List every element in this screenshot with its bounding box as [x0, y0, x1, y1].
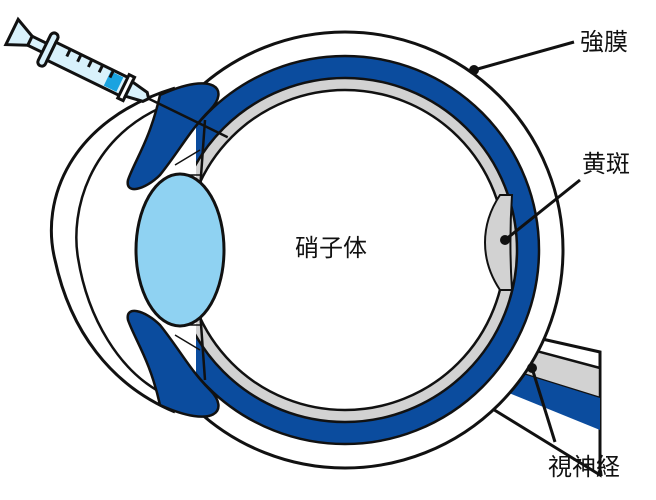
needle: [146, 96, 229, 139]
lens: [134, 172, 226, 328]
label-vitreous: 硝子体: [295, 234, 367, 262]
macula: [484, 194, 514, 291]
syringe-icon: [3, 16, 229, 139]
label-sclera: 強膜: [580, 28, 628, 56]
iris-lower: [126, 309, 220, 418]
label-optic-nerve: 視神経: [548, 453, 620, 481]
label-macula: 黄斑: [582, 150, 630, 178]
iris-upper: [126, 82, 220, 191]
